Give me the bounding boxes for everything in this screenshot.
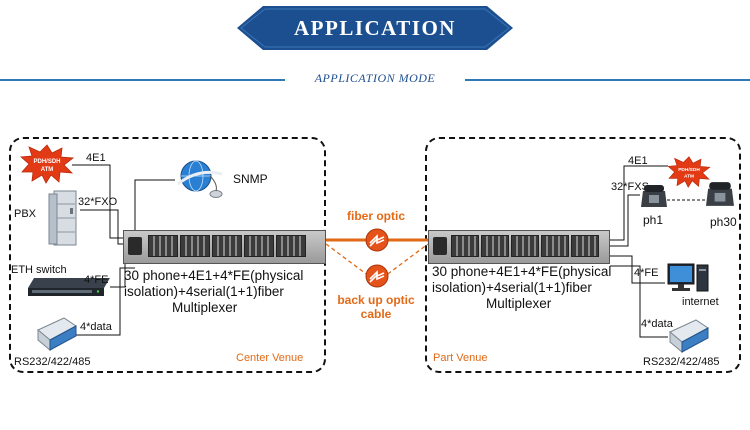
part-mux-line-3: Multiplexer [486,296,552,311]
center-mux-port-block [276,235,306,257]
serial-converter-icon-part [669,319,709,354]
center-venue-label: Center Venue [236,352,304,364]
center-mux-power-socket [128,237,142,255]
pbx-label: PBX [14,208,37,220]
internet-label: internet [682,296,719,308]
phone-last-label: ph30 [710,215,737,229]
part-mux-port-block [541,235,569,257]
eth-switch-label: ETH switch [11,264,67,276]
fiber-connector-icon-backup [365,264,389,288]
center-fe-link-label: 4*FE [84,274,109,286]
backup-cable-line-2: cable [360,307,392,321]
internet-computer-icon [667,263,709,292]
center-multiplexer-device [123,230,326,264]
backup-cable-label: back up optic cable [326,293,426,321]
header-subtitle: APPLICATION MODE [314,71,436,85]
part-venue-box [425,137,741,373]
center-mux-description: 30 phone+4E1+4*FE(physical isolation)+4s… [124,268,303,316]
svg-text:ATM: ATM [684,174,694,180]
part-venue-label: Part Venue [433,352,488,364]
svg-text:PDH/SDH: PDH/SDH [33,159,60,165]
phone-icon-last [706,182,734,206]
backup-cable-line-1: back up optic [337,293,415,307]
snmp-label: SNMP [233,172,268,186]
fiber-optic-label: fiber optic [346,209,405,223]
header-banner [237,6,513,50]
part-mux-description: 30 phone+4E1+4*FE(physical isolation)+4s… [432,264,611,312]
svg-text:ATM: ATM [41,167,54,173]
center-mux-port-block [244,235,274,257]
part-data-link-label: 4*data [641,318,673,330]
header-rule-left [0,79,285,81]
center-mux-port-block [148,235,178,257]
part-mux-port-block [481,235,509,257]
center-fxo-link-label: 32*FXO [78,196,118,208]
center-mux-line-2: isolation)+4serial(1+1)fiber [124,284,284,299]
snmp-globe-icon [177,160,223,198]
part-e1-link-label: 4E1 [628,155,648,167]
phone-first-label: ph1 [643,213,664,227]
center-mux-line-3: Multiplexer [172,300,238,315]
center-mux-port-block [180,235,210,257]
center-serial-label: RS232/422/485 [14,356,91,368]
center-mux-line-1: 30 phone+4E1+4*FE(physical [124,268,304,283]
header-title: APPLICATION [294,16,456,40]
part-fxs-link-label: 32*FXS [611,181,649,193]
fiber-connector-icon-primary [365,228,389,252]
eth-switch-icon [28,278,110,296]
pdh-sdh-atm-badge-part: PDH/SDH ATM [667,156,711,188]
part-serial-label: RS232/422/485 [643,356,720,368]
part-mux-port-block [451,235,479,257]
svg-text:PDH/SDH: PDH/SDH [678,167,700,173]
center-data-link-label: 4*data [80,321,112,333]
center-e1-link-label: 4E1 [86,152,106,164]
part-multiplexer-device [428,230,610,264]
part-fe-link-label: 4*FE [634,267,659,279]
part-mux-port-block [511,235,539,257]
center-mux-port-block [212,235,242,257]
pbx-cabinet-icon [48,190,77,246]
pdh-sdh-atm-badge-center: PDH/SDH ATM [20,144,74,184]
serial-converter-icon-center [37,317,77,352]
part-mux-power-socket [433,237,447,255]
phone-icon-first [641,185,667,207]
part-mux-line-1: 30 phone+4E1+4*FE(physical [432,264,612,279]
part-mux-line-2: isolation)+4serial(1+1)fiber [432,280,592,295]
part-mux-port-block [571,235,599,257]
header-rule-right [465,79,750,81]
